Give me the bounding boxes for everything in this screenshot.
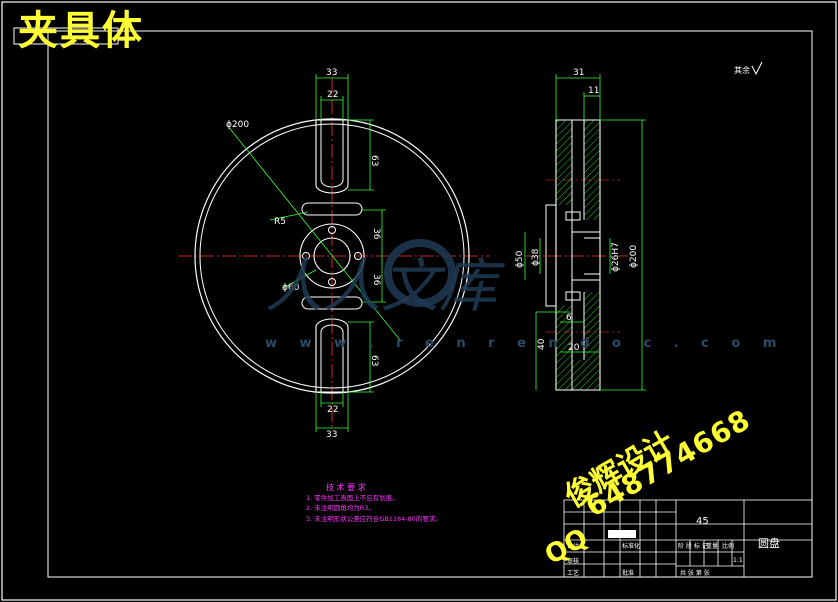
tb-material: 45 xyxy=(696,516,709,527)
tb-weight: 重量 xyxy=(706,542,718,550)
dim-side-hub-dia: ϕ50 xyxy=(515,250,525,268)
tb-ratio: 比例 xyxy=(722,542,734,550)
tb-approve: 批准 xyxy=(622,569,634,577)
dim-side-width-hub: 11 xyxy=(588,86,599,96)
dim-side-width-total: 31 xyxy=(573,68,584,78)
dim-top-slot-inner: 22 xyxy=(327,90,338,100)
dim-hole-bottom: 36 xyxy=(371,274,381,286)
roughness-symbol-icon xyxy=(751,61,763,76)
site-logo-watermark: 人人文库 xyxy=(265,239,505,320)
dim-bottom-slot-outer: 33 xyxy=(326,430,337,440)
inner-frame xyxy=(47,30,813,578)
tb-scale: 1:1 xyxy=(733,557,743,564)
dim-top-slot-outer: 33 xyxy=(326,68,337,78)
corner-mark: 其余 xyxy=(734,65,750,75)
logo-text: 人人文库 xyxy=(265,252,505,320)
dim-bottom-slot-len: 63 xyxy=(369,355,379,366)
notes-item-1: 1. 零件加工表面上不应有划痕。 xyxy=(306,493,399,502)
tb-check: 审核 xyxy=(567,557,579,565)
tb-part-name: 圆盘 xyxy=(758,536,780,550)
dim-side-step-a: 6 xyxy=(566,313,572,323)
dim-side-outer-dia: ϕ200 xyxy=(629,245,639,268)
title-block-fill-mark xyxy=(608,530,636,538)
tb-sheets: 共 张 第 张 xyxy=(680,569,710,577)
side-view xyxy=(524,74,646,391)
dim-bottom-slot-inner: 22 xyxy=(327,405,338,415)
title-block xyxy=(563,499,813,578)
front-view xyxy=(178,74,490,432)
tb-process: 工艺 xyxy=(567,569,579,577)
notes-item-2: 2. 未注明圆角均为R3。 xyxy=(306,503,375,512)
dim-center-dia: ϕ60 xyxy=(282,283,300,293)
dim-outer-dia: ϕ200 xyxy=(226,120,249,130)
notes-heading: 技 术 要 求 xyxy=(326,482,366,492)
dim-side-step-b: 20 xyxy=(568,343,580,353)
dim-side-bore-dia: ϕ38 xyxy=(531,248,541,266)
title-box xyxy=(13,27,119,45)
tb-standard: 标准化 xyxy=(622,542,640,550)
dim-top-slot-len: 63 xyxy=(369,155,379,166)
dim-side-bore-dia2: ϕ26H7 xyxy=(611,242,621,272)
dim-hole-top: 36 xyxy=(371,228,381,240)
dim-side-height-b: 40 xyxy=(537,338,547,350)
site-url-watermark: w w w . r e n r e n d o c . c o m xyxy=(265,336,786,351)
dim-radius: R5 xyxy=(274,217,286,227)
tb-stage-mark: 阶 段 标 记 xyxy=(678,542,708,550)
notes-item-3: 3. 未注明形状公差应符合GB1184-80的要求。 xyxy=(306,514,442,523)
page-title: 夹具体 xyxy=(18,8,144,54)
tb-design: 设计 xyxy=(567,542,579,550)
